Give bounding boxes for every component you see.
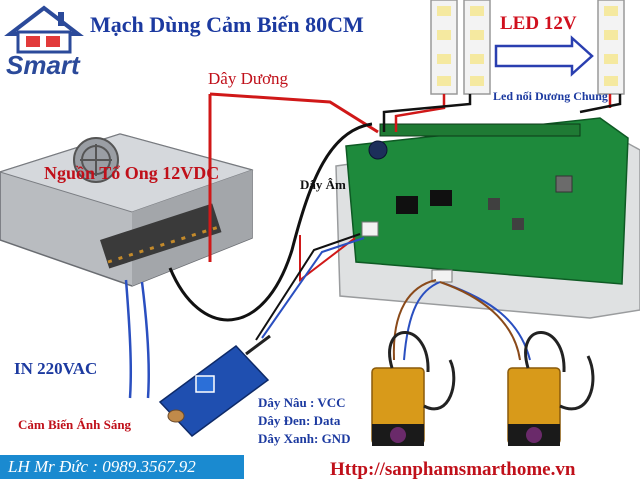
blue-wire-label: Dây Xanh: GND: [258, 431, 351, 446]
led-strip-2: [463, 0, 491, 95]
proximity-sensor-1: [371, 331, 456, 446]
arrow-right-icon: [494, 35, 594, 77]
brown-wire-label: Dây Nâu : VCC: [258, 395, 346, 410]
led-label: LED 12V: [500, 13, 577, 34]
diagram-title: Mạch Dùng Cảm Biến 80CM: [90, 12, 364, 37]
led-strip-1: [430, 0, 458, 95]
website-link[interactable]: Http://sanphamsmarthome.vn: [330, 459, 576, 480]
contact-banner: LH Mr Đức : 0989.3567.92: [0, 455, 244, 479]
negative-wire-label: Dây Âm: [300, 177, 346, 192]
led-strip-3: [597, 0, 625, 95]
power-supply-label: Nguồn Tổ Ong 12VDC: [44, 163, 220, 183]
proximity-sensor-2: [507, 331, 595, 446]
wire-negative-black: [168, 94, 622, 341]
power-supply-unit: [0, 133, 254, 287]
mains-input-label: IN 220VAC: [14, 359, 98, 378]
controller-board: [335, 117, 640, 319]
light-sensor-module: [158, 334, 271, 437]
black-wire-label: Dây Đen: Data: [258, 413, 341, 428]
house-logo-icon: [4, 5, 84, 54]
brand-logo-text: Smart: [6, 50, 80, 80]
light-sensor-label: Cảm Biến Ánh Sáng: [18, 417, 132, 432]
led-common-note: Led nối Dương Chung: [493, 89, 608, 103]
wire-brown: [392, 279, 521, 361]
positive-wire-label: Dây Dương: [208, 69, 289, 88]
